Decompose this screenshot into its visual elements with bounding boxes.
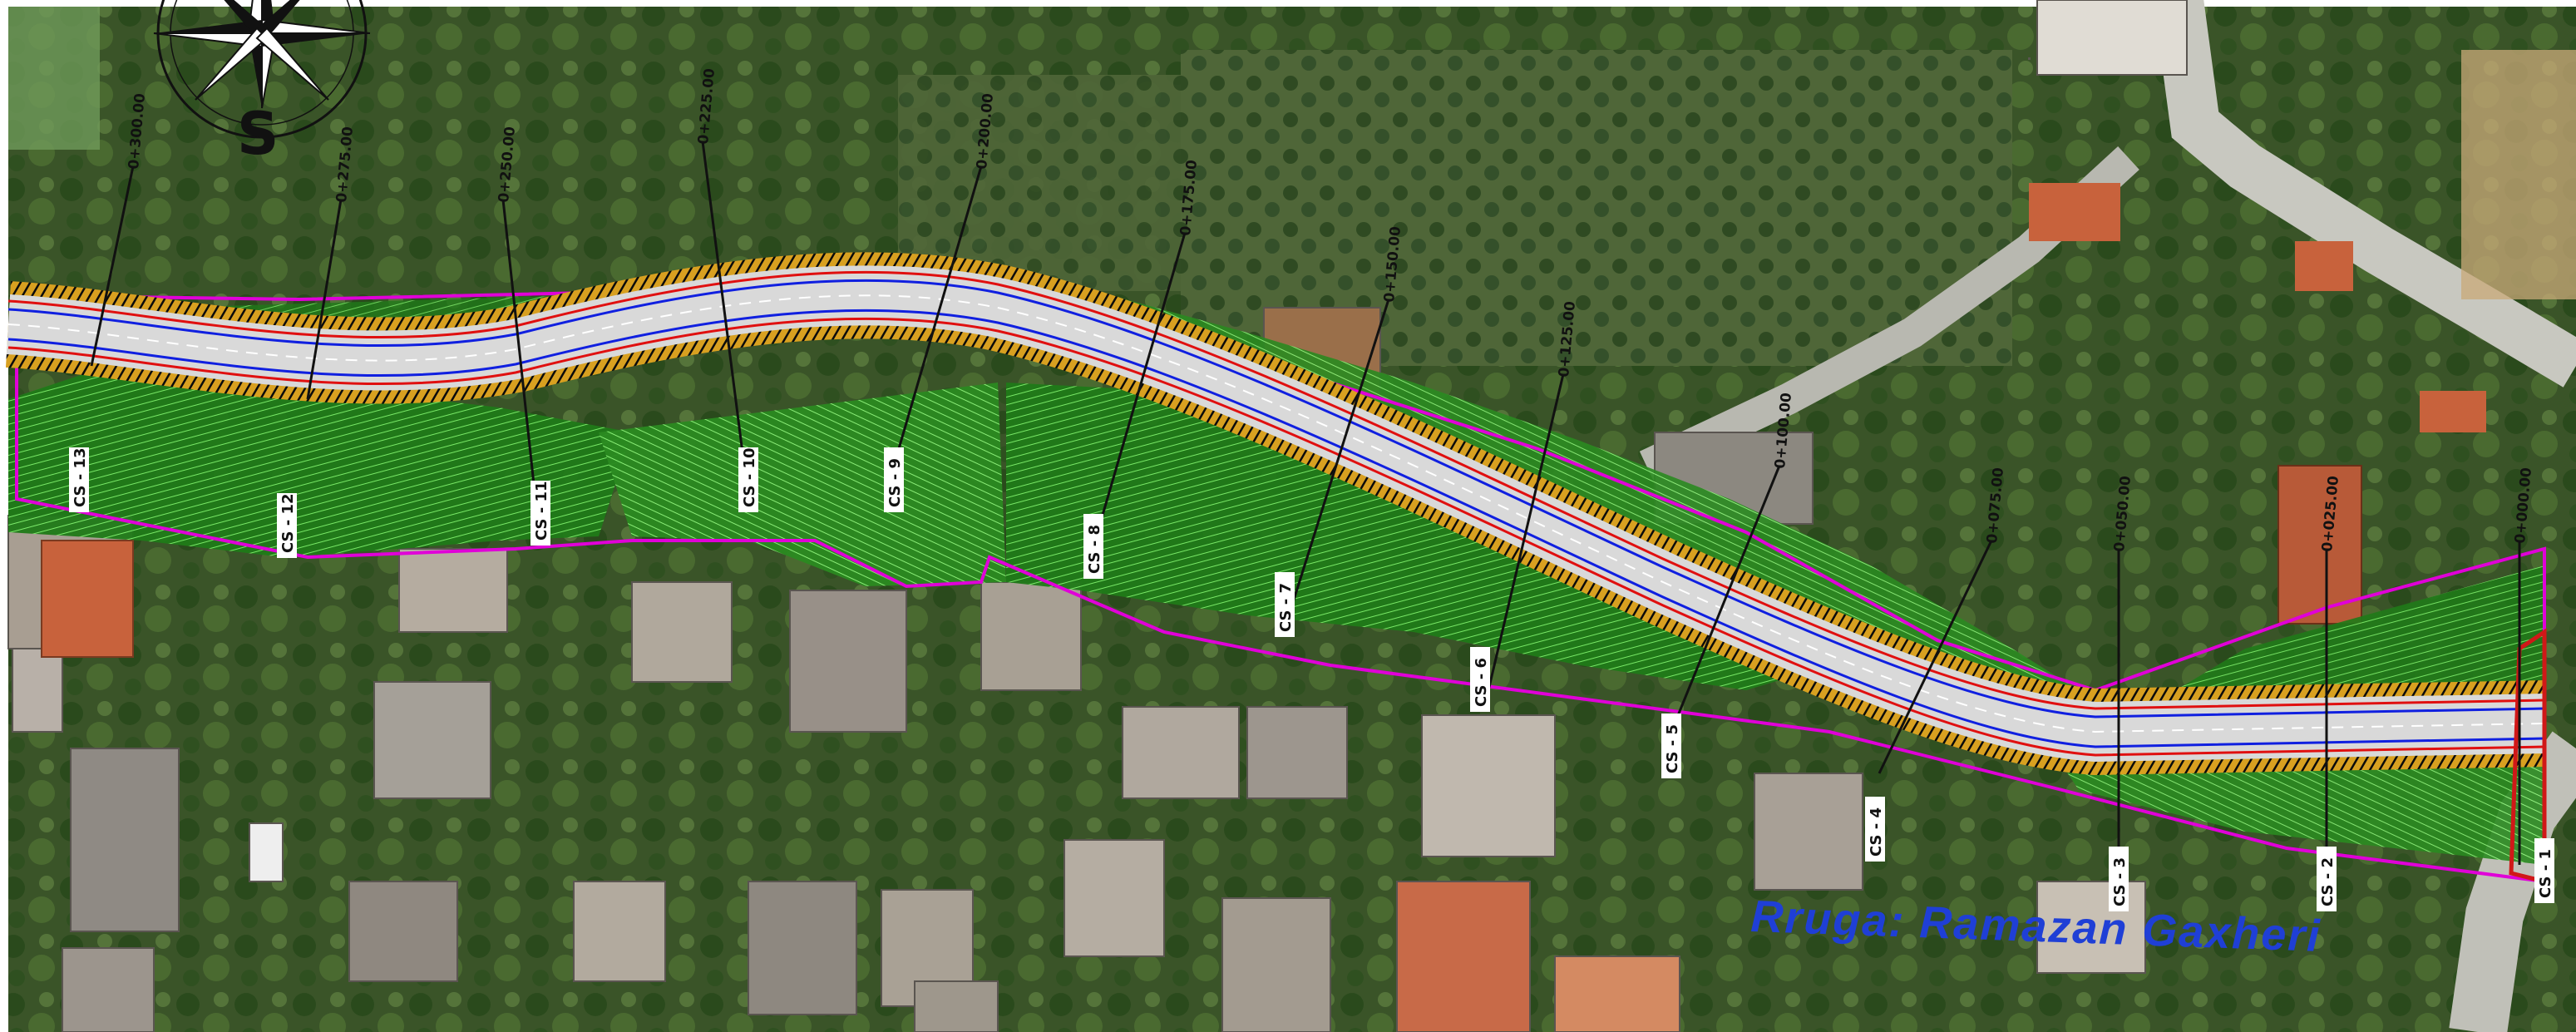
cross-section-marker: CS - 5 <box>1661 714 1681 778</box>
compass-letter: S <box>237 100 279 168</box>
cross-section-marker: CS - 7 <box>1275 572 1295 637</box>
road-offset-lines <box>7 270 2545 757</box>
cs-label-bg <box>530 481 550 546</box>
cross-section-label: CS - 3 <box>2111 857 2129 906</box>
cs-label-bg <box>2317 847 2337 911</box>
plan-boundary <box>15 280 2546 884</box>
cs-label-bg <box>1275 572 1295 637</box>
chainage-tick <box>1670 465 1781 733</box>
chainage-tick <box>1287 299 1390 616</box>
chainage-tick <box>306 199 343 400</box>
cs-label-bg <box>738 447 758 512</box>
cs-label-bg <box>2109 847 2129 911</box>
cross-section-label: CS - 12 <box>279 493 297 553</box>
cross-section-marker: CS - 11 <box>530 481 550 546</box>
cross-section-label: CS - 11 <box>533 481 550 541</box>
cross-section-marker: CS - 9 <box>884 447 904 512</box>
chainage-tick <box>892 165 983 467</box>
cross-section-label: CS - 8 <box>1086 525 1103 574</box>
chainage-tick <box>1878 540 1993 774</box>
cross-section-label: CS - 4 <box>1868 807 1885 857</box>
chainage-tick <box>701 141 746 467</box>
cross-section-marker: CS - 10 <box>738 447 758 512</box>
cross-section-marker: CS - 2 <box>2317 847 2337 911</box>
cs-label-bg <box>1865 797 1885 862</box>
cs-label-bg <box>1470 647 1490 712</box>
cs-label-bg <box>277 493 297 558</box>
cross-section-marker: CS - 8 <box>1083 514 1103 579</box>
compass-rose <box>153 0 371 139</box>
chainage-tick <box>1487 373 1565 691</box>
cross-section-marker: CS - 3 <box>2109 847 2129 911</box>
chainage-tick <box>90 165 135 367</box>
cross-section-label: CS - 1 <box>2537 849 2554 898</box>
cs-label-bg <box>2534 838 2554 903</box>
cs-label-bg <box>69 447 89 512</box>
local-road-east <box>2154 0 2576 388</box>
cross-section-label: CS - 6 <box>1473 658 1490 707</box>
cross-section-label: CS - 2 <box>2319 857 2337 906</box>
chainage-tick <box>501 199 538 508</box>
cs-label-bg <box>884 447 904 512</box>
cross-section-label: CS - 7 <box>1277 583 1295 632</box>
cross-section-marker: CS - 6 <box>1470 647 1490 712</box>
cross-section-label: CS - 10 <box>741 447 758 507</box>
chainage-tick <box>1096 232 1187 533</box>
cross-section-label: CS - 9 <box>886 458 904 507</box>
cross-section-marker: CS - 4 <box>1865 797 1885 862</box>
cross-section-markers: CS - 13 CS - 12 CS - 11 CS - 10 CS - 9 CS - 8… <box>69 447 2554 911</box>
cross-section-marker: CS - 12 <box>277 493 297 558</box>
cross-section-label: CS - 5 <box>1664 724 1681 773</box>
bare-ground <box>2461 50 2576 299</box>
cs-label-bg <box>1661 714 1681 778</box>
cross-section-marker: CS - 1 <box>2534 838 2554 903</box>
cs-label-bg <box>1083 514 1103 579</box>
cross-section-marker: CS - 13 <box>69 447 89 512</box>
cross-section-label: CS - 13 <box>72 447 89 507</box>
